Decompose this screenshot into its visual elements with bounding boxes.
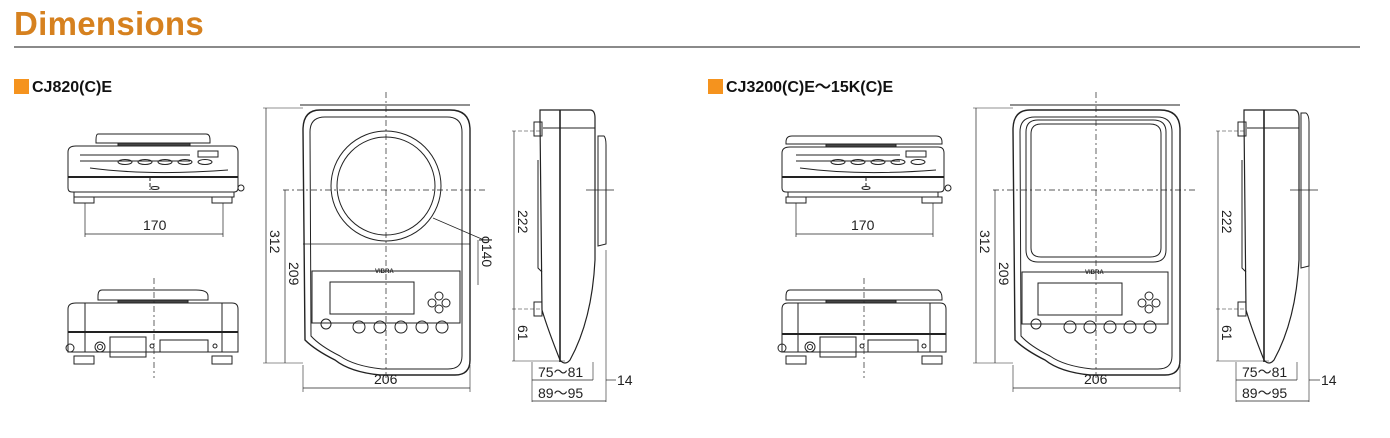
cj3200-front-view — [781, 135, 952, 237]
cj3200-top-view — [973, 92, 1196, 392]
dim-foot-spacing: 170 — [143, 217, 167, 233]
dim-width-206: 206 — [374, 371, 398, 387]
cj820-side-view — [512, 109, 616, 402]
cj3200-side-view — [1216, 109, 1320, 402]
dim-pan-thickness: 14 — [1321, 372, 1337, 388]
cj820-top-view — [263, 92, 485, 392]
model-heading-cj3200: CJ3200(C)E〜15K(C)E — [708, 78, 893, 98]
model-name: CJ3200(C)E〜15K(C)E — [726, 79, 894, 96]
title-divider — [14, 46, 1360, 48]
page-title: Dimensions — [14, 5, 205, 42]
dim-pan-to-front-209: 209 — [286, 262, 302, 286]
dim-pan-thickness: 14 — [617, 372, 633, 388]
dim-depth-312: 312 — [267, 230, 283, 254]
orange-square-marker-icon — [14, 79, 29, 94]
dim-height-total-range: 89〜95 — [538, 385, 583, 401]
dim-height-range: 75〜81 — [538, 364, 583, 380]
dim-foot-span-222: 222 — [515, 210, 531, 234]
dim-foot-spacing: 170 — [851, 217, 875, 233]
dim-pan-diameter: ϕ140 — [479, 236, 495, 267]
model-heading-cj820: CJ820(C)E — [14, 78, 112, 98]
dim-foot-span-222: 222 — [1219, 210, 1235, 234]
orange-square-marker-icon — [708, 79, 723, 94]
model-name: CJ820(C)E — [32, 79, 113, 96]
cj3200-rear-view — [777, 278, 947, 378]
brand-logo: VIBRA — [375, 269, 394, 275]
dim-front-height-61: 61 — [1219, 325, 1235, 341]
dim-width-206: 206 — [1084, 371, 1108, 387]
brand-logo: VIBRA — [1085, 270, 1104, 276]
dim-height-range: 75〜81 — [1242, 364, 1287, 380]
cj820-front-view — [67, 133, 245, 237]
dim-front-height-61: 61 — [515, 325, 531, 341]
dim-height-total-range: 89〜95 — [1242, 385, 1287, 401]
dim-pan-to-front-209: 209 — [996, 262, 1012, 286]
cj820-rear-view — [65, 278, 239, 378]
dim-depth-312: 312 — [977, 230, 993, 254]
